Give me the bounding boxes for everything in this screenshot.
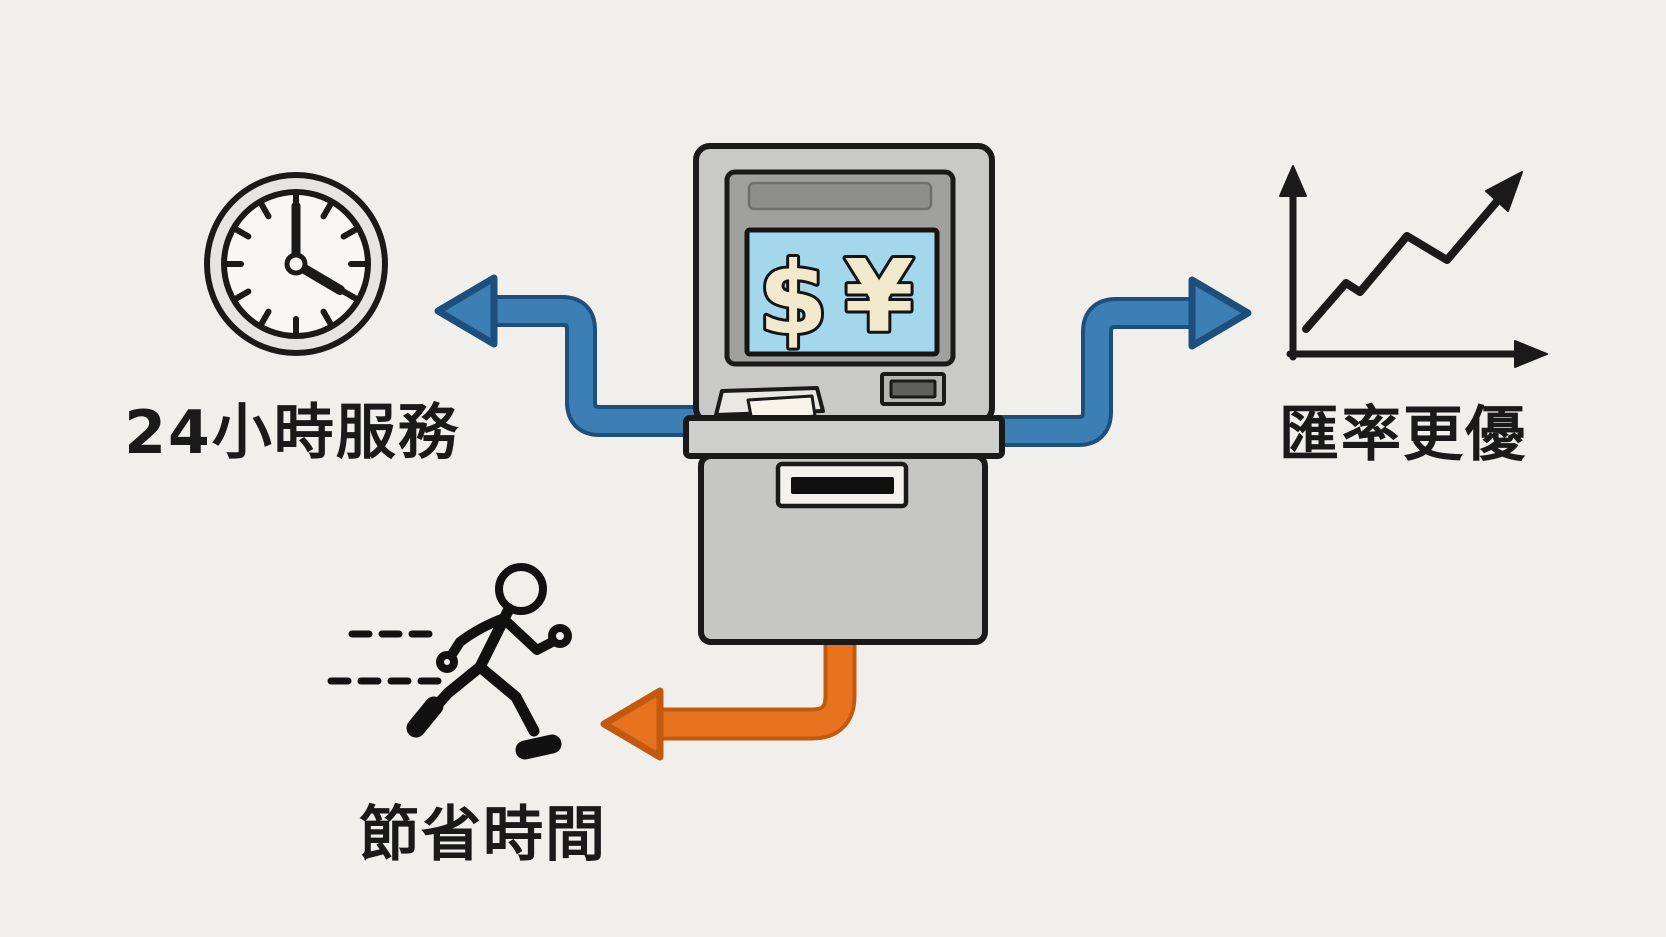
chart-trend-line: [1302, 195, 1503, 333]
blue-arrow-left-outline: [493, 295, 704, 437]
runner-front-shoe: [515, 734, 562, 760]
blue-arrow-right: [984, 276, 1252, 447]
runner-rear-hand: [436, 651, 458, 673]
yen-symbol: ¥: [844, 238, 914, 355]
chart-x-axis-arrowhead: [1514, 340, 1548, 368]
chart-y-axis-arrowhead: [1279, 165, 1307, 197]
orange-arrow-shaft: [659, 632, 853, 737]
speed-dashes: [327, 630, 452, 685]
orange-arrow-left: [600, 632, 857, 761]
orange-arrow-head: [600, 687, 664, 761]
atm-bezel-strip: [747, 181, 933, 211]
blue-arrow-left-shaft: [493, 299, 704, 433]
atm-waist: [683, 415, 1005, 459]
clock-center-dot: [284, 252, 308, 276]
label-better-rate: 匯率更優: [1279, 400, 1527, 470]
orange-arrow-outline: [659, 632, 857, 741]
clock-icon: [204, 172, 388, 356]
runner-head: [495, 563, 547, 615]
runner-front-arm: [502, 617, 561, 655]
atm-screen: [744, 227, 940, 357]
dollar-symbol: $: [758, 240, 828, 357]
blue-arrow-right-head: [1188, 276, 1252, 350]
blue-arrow-right-shaft: [984, 301, 1193, 443]
label-save-time: 節省時間: [359, 800, 607, 870]
runner-rear-arm: [444, 613, 509, 664]
runner-front-hand: [548, 624, 572, 648]
runner-front-leg: [474, 661, 540, 737]
atm-lower-body: [698, 453, 988, 645]
runner-rear-shoe: [406, 696, 444, 738]
atm-cash-slot-inner: [791, 477, 894, 494]
atm-icon: $ ¥: [683, 143, 1005, 645]
label-24h-service: 24小時服務: [124, 398, 460, 468]
blue-arrow-left: [434, 274, 704, 437]
line-chart-icon: [1279, 165, 1548, 368]
chart-trend-arrowhead: [1485, 171, 1523, 212]
atm-receipt-slot-inner: [889, 379, 937, 399]
blue-arrow-left-head: [434, 274, 498, 348]
running-person-icon: [327, 563, 572, 760]
